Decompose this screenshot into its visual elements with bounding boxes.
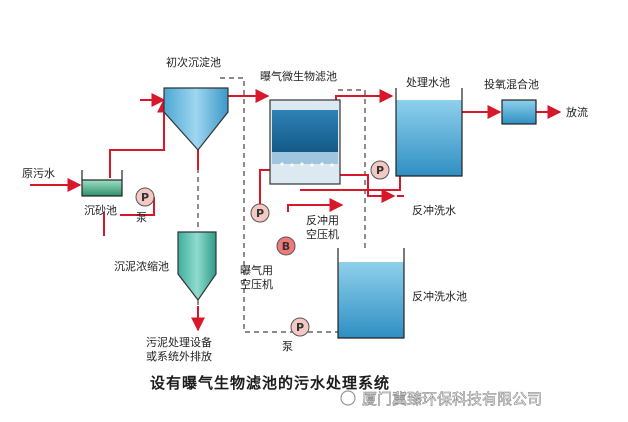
label-aeration-compressor-2: 空压机 [240, 277, 273, 291]
label-aeration-compressor-1: 曝气用 [240, 263, 273, 277]
pump-baf: P [250, 203, 270, 223]
oxygen-dosing-tank [501, 99, 537, 125]
label-pump-2: 泵 [282, 340, 293, 353]
pump-baf-symbol: P [256, 207, 264, 220]
chat-bubble-icon [340, 390, 356, 406]
label-backwash-compressor-1: 反冲用 [306, 213, 339, 227]
watermark: 厦门冀臻环保科技有限公司 [340, 390, 542, 408]
pump-grit: P [135, 187, 155, 207]
pump-bottom-symbol: P [296, 321, 304, 334]
label-backwash-water: 反冲洗水 [412, 203, 456, 217]
pump-grit-symbol: P [141, 191, 149, 204]
pump-bottom: P [290, 317, 310, 337]
backwash-water-tank [337, 248, 405, 339]
diagram-caption: 设有曝气生物滤池的污水处理系统 [150, 374, 390, 392]
label-treated-tank: 处理水池 [406, 76, 450, 89]
blower-symbol: B [282, 240, 290, 253]
pump-backwash-water: P [370, 160, 390, 180]
label-sludge-thickener: 沉泥浓缩池 [114, 260, 169, 273]
label-backwash-compressor-2: 空压机 [306, 227, 339, 241]
watermark-text: 厦门冀臻环保科技有限公司 [362, 390, 542, 408]
label-primary-settler: 初次沉淀池 [166, 55, 221, 69]
label-pump-1: 泵 [136, 211, 147, 224]
sludge-thickener [177, 231, 217, 302]
label-dosing-tank: 投氧混合池 [484, 77, 539, 91]
pump-backwash-water-symbol: P [376, 164, 384, 177]
diffuser-bubbles [280, 162, 334, 167]
label-discharge: 放流 [566, 105, 588, 119]
treated-water-tank [395, 88, 463, 177]
blower: B [276, 236, 296, 256]
label-sludge-disposal-1: 污泥处理设备 [146, 335, 212, 349]
label-raw-sewage: 原污水 [22, 167, 55, 180]
grit-chamber [81, 170, 123, 197]
primary-settler [163, 87, 229, 151]
label-sludge-disposal-2: 或系统外排放 [146, 349, 212, 363]
label-backwash-tank: 反冲洗水池 [412, 289, 467, 303]
baf-tank [269, 99, 341, 185]
label-grit-chamber: 沉砂池 [84, 204, 117, 217]
label-baf: 曝气微生物滤池 [260, 69, 337, 83]
